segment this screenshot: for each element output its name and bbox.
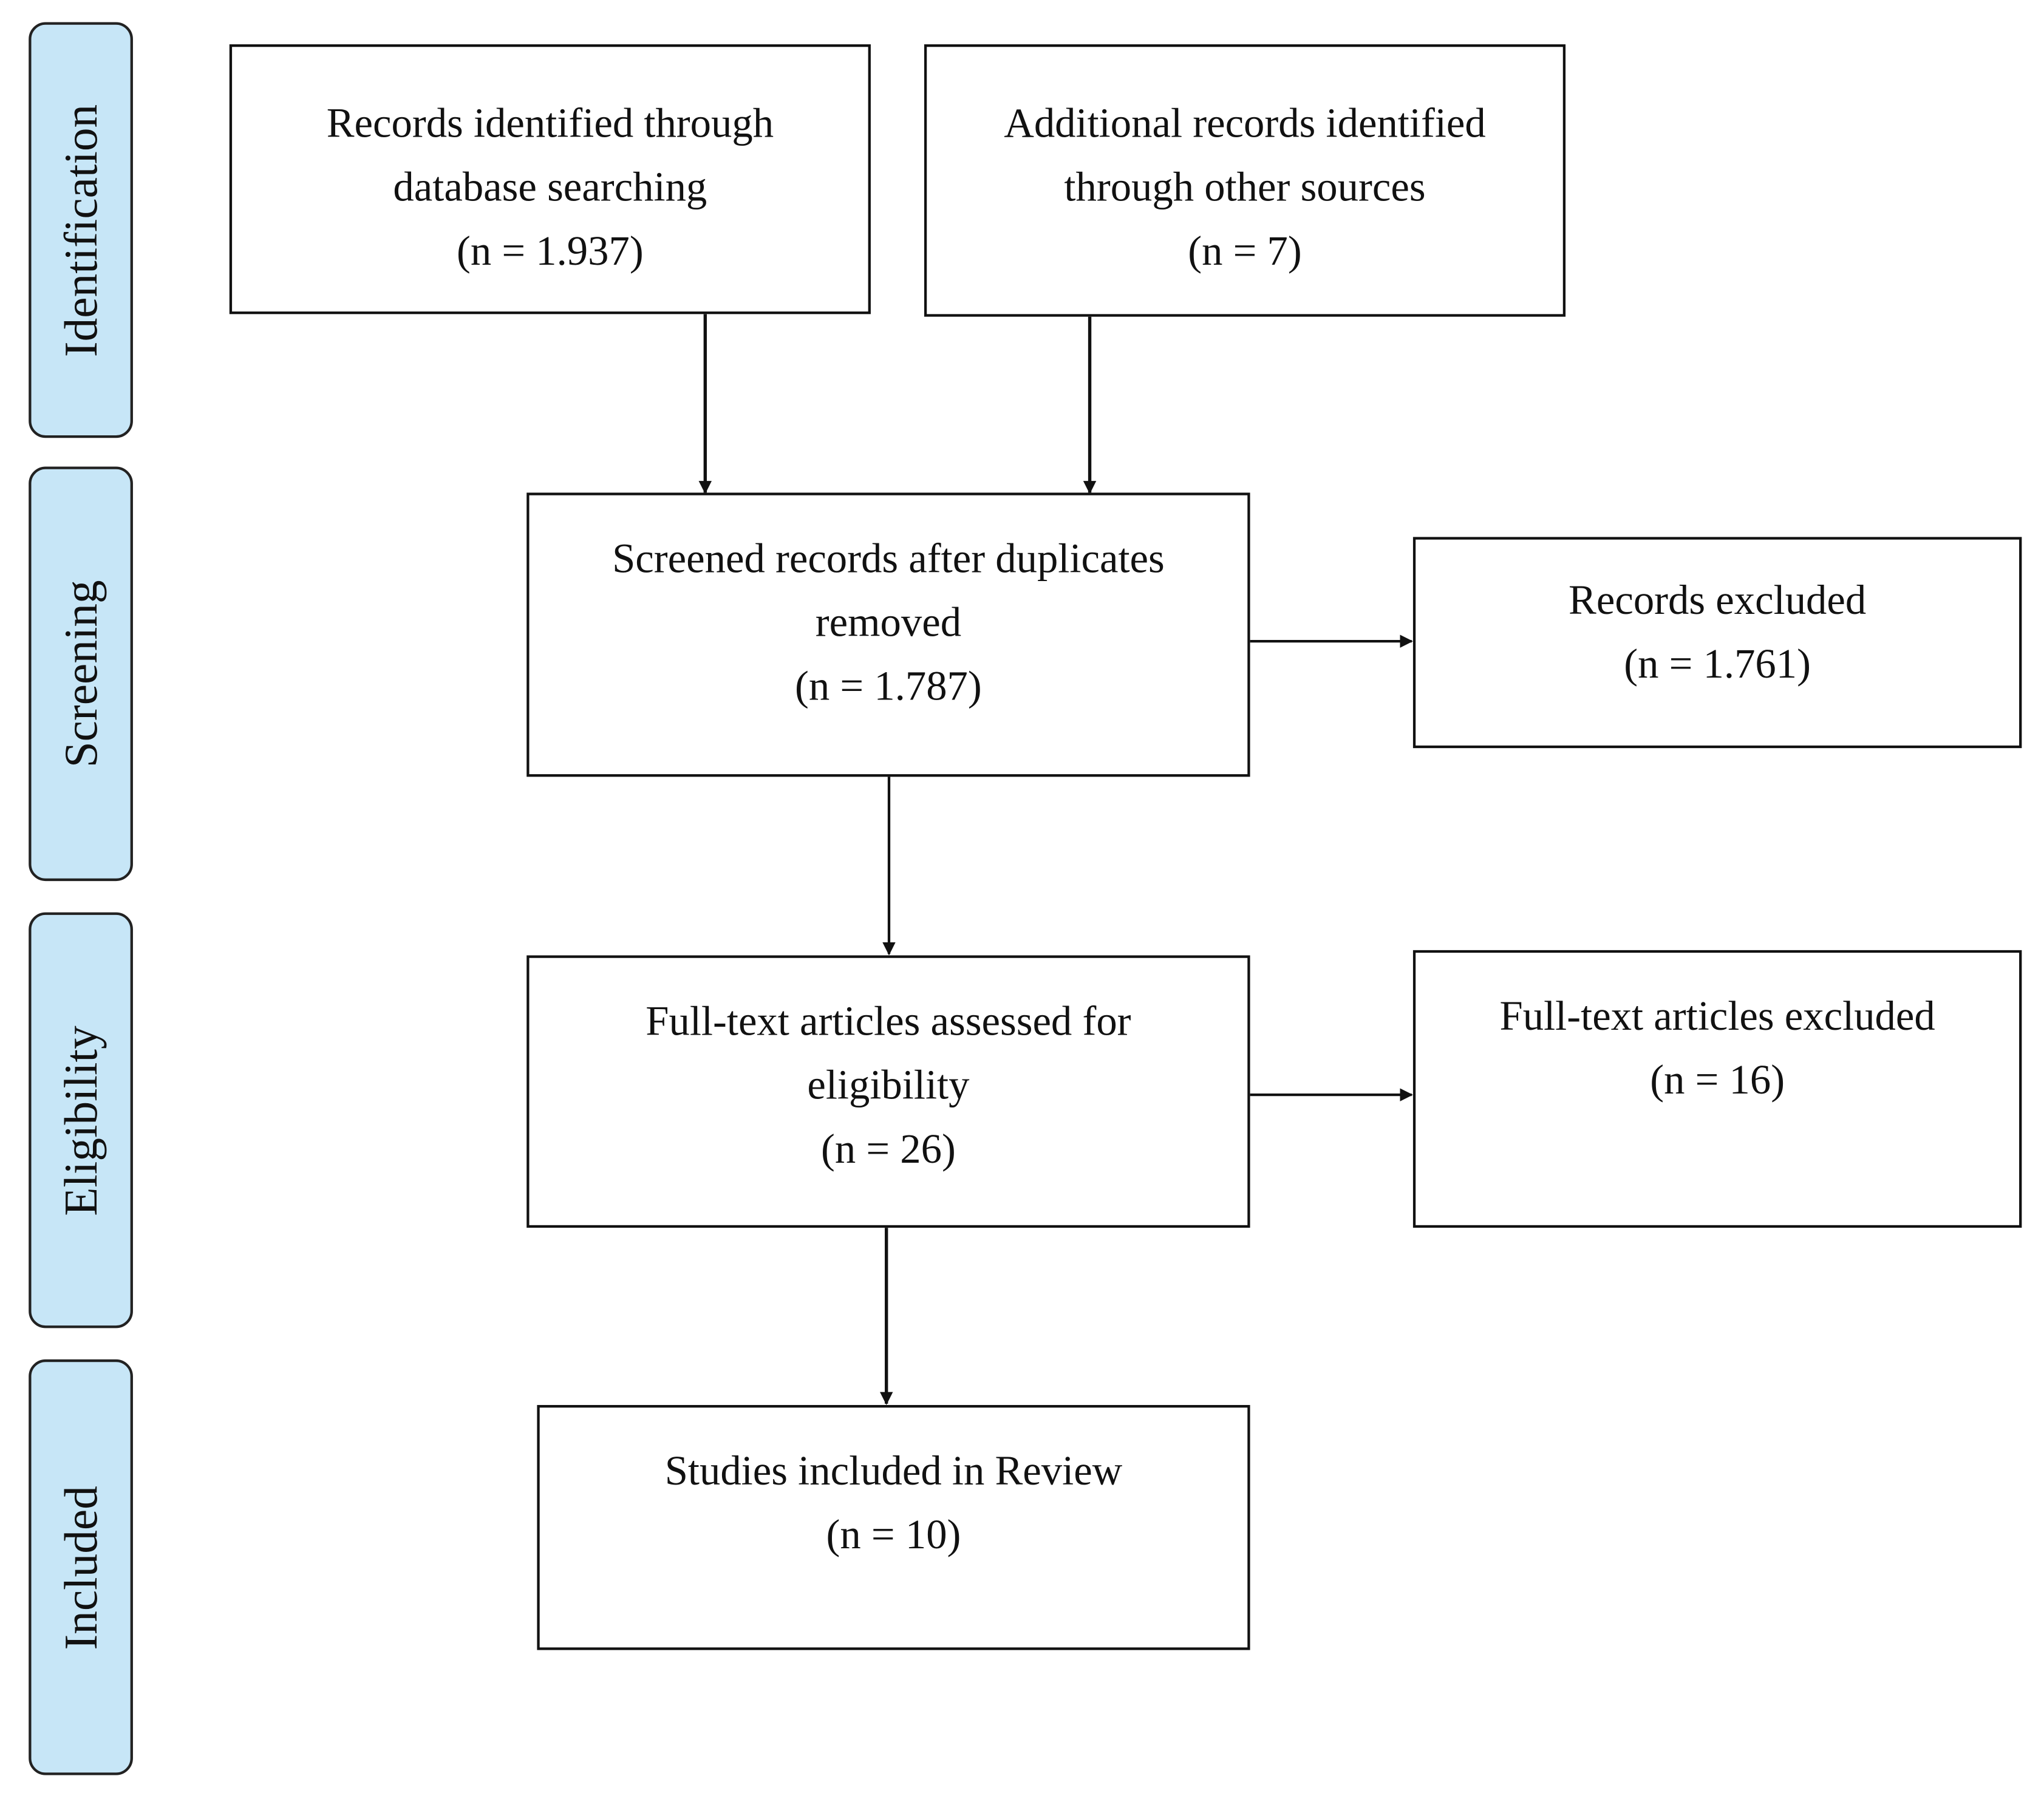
phase-eligibility-label: Eligibility [55, 1025, 107, 1216]
box-other-records-line1: Additional records identified [1004, 99, 1486, 146]
box-included-studies: Studies included in Review (n = 10) [537, 1405, 1250, 1650]
box-database-records-line2: database searching [393, 163, 707, 210]
box-screened-records: Screened records after duplicates remove… [526, 492, 1250, 777]
box-database-records-line1: Records identified through [326, 99, 774, 146]
box-fulltext-excluded: Full-text articles excluded (n = 16) [1412, 950, 2022, 1228]
phase-screening-label: Screening [55, 580, 107, 768]
box-other-records-line2: through other sources [1064, 163, 1426, 210]
box-screened-records-line1: Screened records after duplicates [612, 534, 1165, 582]
phase-included-label: Included [55, 1485, 107, 1650]
phase-screening: Screening [29, 466, 133, 882]
box-fulltext-assessed: Full-text articles assessed for eligibil… [526, 955, 1250, 1228]
box-records-excluded: Records excluded (n = 1.761) [1412, 537, 2022, 749]
phase-identification-label: Identification [55, 103, 107, 357]
box-included-studies-count: (n = 10) [826, 1510, 961, 1558]
phase-identification: Identification [29, 22, 133, 438]
box-fulltext-excluded-line1: Full-text articles excluded [1499, 992, 1935, 1039]
box-fulltext-assessed-line1: Full-text articles assessed for [646, 997, 1131, 1044]
box-records-excluded-count: (n = 1.761) [1624, 639, 1811, 687]
phase-eligibility: Eligibility [29, 912, 133, 1328]
box-fulltext-assessed-line2: eligibility [807, 1061, 970, 1108]
box-fulltext-excluded-count: (n = 16) [1650, 1055, 1785, 1103]
box-records-excluded-line1: Records excluded [1569, 576, 1867, 624]
box-screened-records-line2: removed [815, 598, 962, 645]
box-included-studies-line1: Studies included in Review [664, 1446, 1123, 1494]
box-screened-records-count: (n = 1.787) [795, 662, 982, 709]
box-fulltext-assessed-count: (n = 26) [820, 1124, 956, 1172]
box-database-records-count: (n = 1.937) [456, 226, 644, 274]
box-database-records: Records identified through database sear… [229, 44, 871, 315]
box-other-records: Additional records identified through ot… [924, 44, 1566, 317]
box-other-records-count: (n = 7) [1188, 226, 1302, 274]
phase-included: Included [29, 1359, 133, 1775]
